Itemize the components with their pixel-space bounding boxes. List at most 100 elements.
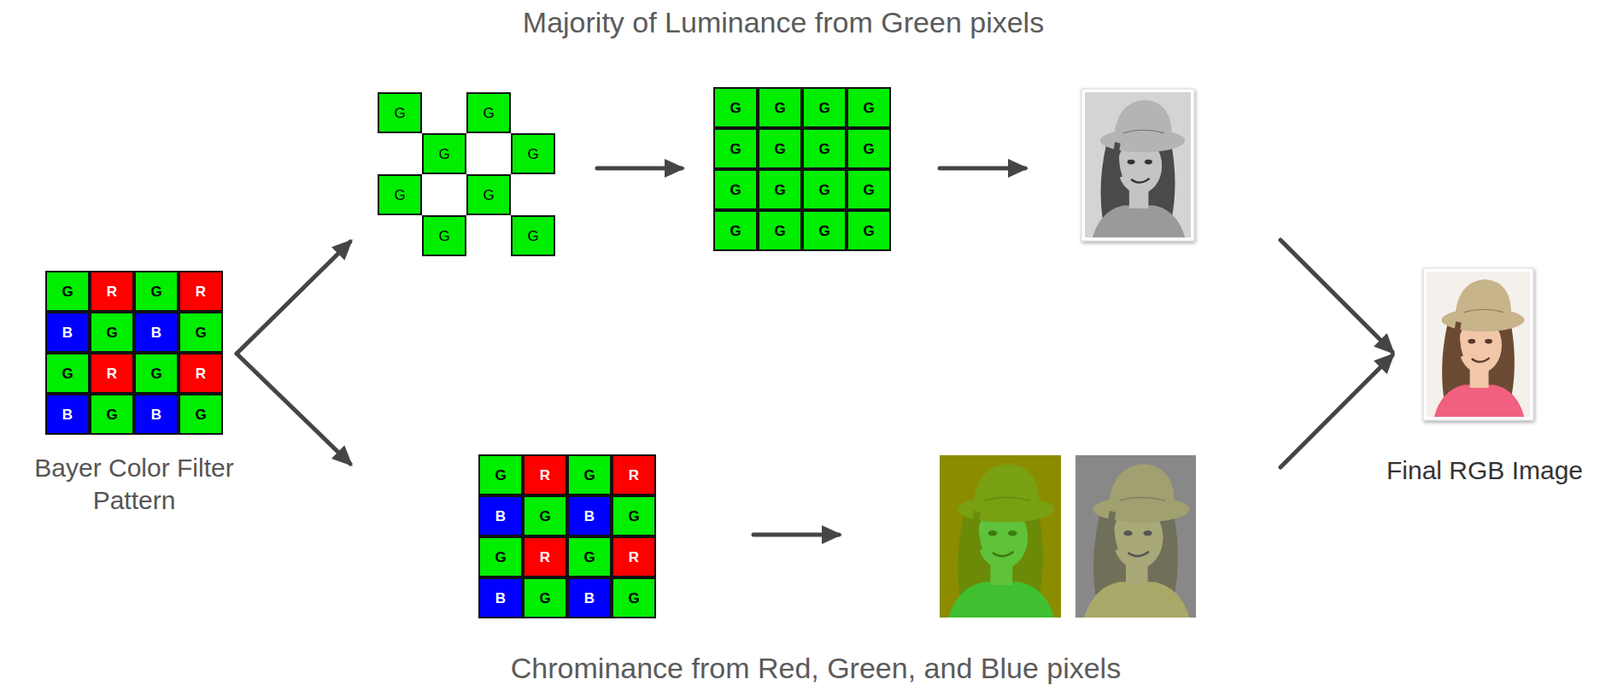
color-filter-cell: G xyxy=(522,495,568,537)
cell-letter: G xyxy=(583,468,595,483)
color-filter-cell: G xyxy=(713,87,758,129)
color-filter-cell: G xyxy=(377,174,422,216)
color-filter-cell: G xyxy=(846,169,891,211)
heading-holder: Majority of Luminance from Green pixels xyxy=(522,5,1044,41)
color-filter-cell: B xyxy=(478,577,523,619)
cell-letter: G xyxy=(494,550,506,565)
color-filter-cell: B xyxy=(567,495,612,537)
color-filter-cell: B xyxy=(134,393,179,435)
cell-letter: G xyxy=(862,223,874,239)
cell-letter: G xyxy=(818,182,830,198)
cell-letter: G xyxy=(627,591,639,606)
color-filter-cell: G xyxy=(89,393,135,435)
color-filter-cell: G xyxy=(478,536,523,578)
cell-letter: G xyxy=(627,509,639,524)
final-image-node: Final RGB Image xyxy=(1386,454,1585,487)
cell-letter: G xyxy=(105,325,118,340)
cell-letter: G xyxy=(482,105,494,121)
color-filter-cell: G xyxy=(802,128,847,170)
cell-letter: G xyxy=(583,550,595,565)
chroma-photo xyxy=(939,455,1061,618)
cell-letter: G xyxy=(482,187,494,203)
final-photo xyxy=(1426,271,1530,417)
cell-letter: G xyxy=(773,141,786,157)
color-filter-cell: B xyxy=(478,495,523,537)
color-filter-cell: R xyxy=(178,270,223,312)
color-filter-cell: G xyxy=(757,128,803,170)
cell-letter: G xyxy=(729,223,741,239)
flow-arrow xyxy=(597,166,682,171)
color-filter-cell: B xyxy=(567,577,612,619)
cell-letter: G xyxy=(150,284,162,299)
cell-letter: G xyxy=(527,146,539,162)
cell-letter: G xyxy=(494,468,506,483)
color-filter-cell: G xyxy=(757,87,803,129)
cell-letter: R xyxy=(106,284,118,299)
cell-letter: G xyxy=(194,407,206,422)
cell-letter: B xyxy=(151,407,162,422)
color-filter-cell: G xyxy=(466,174,511,216)
color-filter-cell: G xyxy=(846,87,891,129)
color-filter-cell: G xyxy=(757,210,803,252)
cell-letter: G xyxy=(150,366,162,381)
cell-letter: G xyxy=(61,284,73,299)
cell-letter: G xyxy=(729,141,741,157)
arrows xyxy=(236,168,1393,535)
cell-letter: B xyxy=(495,509,506,524)
flow-arrow xyxy=(236,353,351,464)
color-filter-cell: G xyxy=(478,454,523,496)
cell-letter: G xyxy=(105,407,118,422)
flow-arrow xyxy=(939,166,1026,171)
color-filter-cell: G xyxy=(846,210,891,252)
color-filter-cell: G xyxy=(178,311,223,353)
cell-letter: G xyxy=(862,100,874,116)
cell-letter: B xyxy=(584,509,595,524)
image-label: Final RGB Image xyxy=(1386,454,1585,487)
color-filter-cell: G xyxy=(89,311,135,353)
color-filter-cell: G xyxy=(611,577,657,619)
color-filter-cell: G xyxy=(178,393,223,435)
cell-letter: R xyxy=(106,366,118,381)
cell-letter: B xyxy=(151,325,162,340)
cell-letter: R xyxy=(195,366,206,381)
photo-frame xyxy=(1081,88,1195,241)
cell-letter: G xyxy=(194,325,206,340)
cell-letter: B xyxy=(584,591,595,606)
color-filter-cell: B xyxy=(134,311,179,353)
cell-letter: G xyxy=(773,223,786,239)
cell-letter: G xyxy=(818,100,830,116)
color-filter-cell: G xyxy=(421,133,467,175)
chroma-photo xyxy=(1075,455,1196,618)
cell-letter: G xyxy=(393,187,405,203)
cell-letter: R xyxy=(628,468,639,483)
cell-letter: G xyxy=(729,100,741,116)
color-filter-cell: B xyxy=(45,393,90,435)
color-filter-cell: G xyxy=(713,128,758,170)
cell-letter: R xyxy=(539,468,551,483)
cell-letter: G xyxy=(818,223,830,239)
color-filter-cell: G xyxy=(757,169,803,211)
cell-letter: G xyxy=(773,100,786,116)
flow-arrow xyxy=(236,241,351,354)
color-filter-cell: R xyxy=(89,270,135,312)
heading-holder: Chrominance from Red, Green, and Blue pi… xyxy=(510,650,1121,686)
color-filter-cell: G xyxy=(134,270,179,312)
color-filter-cell: G xyxy=(802,87,847,129)
color-filter-cell: G xyxy=(510,215,556,257)
cell-letter: G xyxy=(773,182,786,198)
color-filter-cell: R xyxy=(611,536,657,578)
color-filter-cell: R xyxy=(611,454,657,496)
color-filter-cell: B xyxy=(45,311,90,353)
luminance-photo xyxy=(1084,92,1191,238)
cell-letter: G xyxy=(862,141,874,157)
cell-letter: G xyxy=(393,105,405,121)
cell-letter: G xyxy=(729,182,741,198)
cell-letter: G xyxy=(818,141,830,157)
cell-letter: G xyxy=(438,146,450,162)
color-filter-cell: G xyxy=(522,577,568,619)
diagram-title: Majority of Luminance from Green pixels xyxy=(522,5,1044,41)
cell-letter: B xyxy=(495,591,506,606)
color-filter-cell: R xyxy=(522,536,568,578)
color-filter-cell: G xyxy=(611,495,657,537)
color-filter-cell: G xyxy=(510,133,556,175)
